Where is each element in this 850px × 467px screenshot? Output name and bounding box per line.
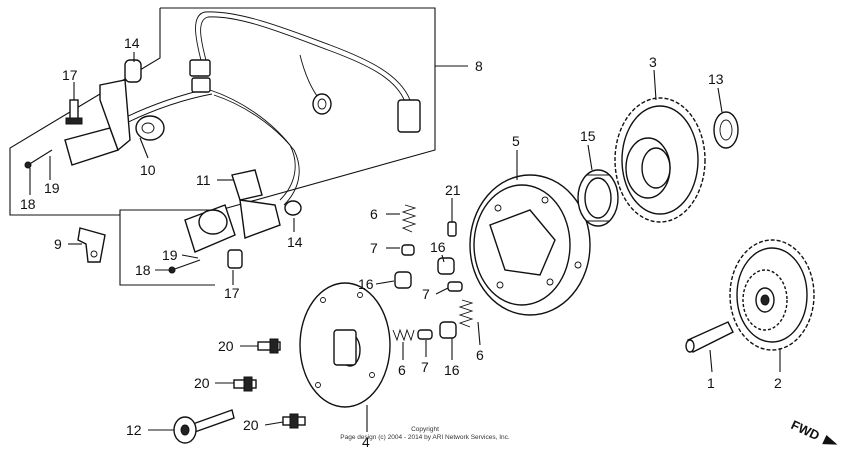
label-20b: 20 bbox=[194, 375, 210, 391]
grommet-14a bbox=[124, 59, 142, 83]
exciter-coil bbox=[184, 169, 281, 253]
label-17b: 17 bbox=[224, 285, 240, 301]
label-8: 8 bbox=[475, 58, 483, 74]
label-20c: 20 bbox=[243, 417, 259, 433]
label-6c: 6 bbox=[398, 362, 406, 378]
starter-driven-gear bbox=[614, 97, 706, 223]
label-1: 1 bbox=[707, 375, 715, 391]
label-16b: 16 bbox=[358, 276, 374, 292]
label-19b: 19 bbox=[162, 247, 178, 263]
clamp-9 bbox=[77, 227, 106, 263]
roller-16c bbox=[439, 321, 457, 339]
label-7a: 7 bbox=[370, 240, 378, 256]
pin-7c bbox=[417, 329, 433, 340]
arrow-right-icon bbox=[822, 435, 838, 445]
label-7b: 7 bbox=[422, 286, 430, 302]
spring-6a bbox=[401, 204, 417, 233]
label-14b: 14 bbox=[287, 234, 303, 250]
label-13: 13 bbox=[708, 71, 724, 87]
roller-16a bbox=[437, 257, 455, 275]
group-bracket bbox=[119, 7, 436, 286]
label-16c: 16 bbox=[444, 362, 460, 378]
pin-7b bbox=[447, 281, 463, 292]
forward-arrow: FWD bbox=[789, 417, 838, 445]
label-16a: 16 bbox=[430, 239, 446, 255]
copyright-line1: Copyright bbox=[411, 426, 439, 433]
shaft bbox=[685, 321, 734, 353]
screw-18a bbox=[24, 149, 53, 169]
label-12: 12 bbox=[126, 422, 142, 438]
wiring-harness bbox=[119, 11, 421, 206]
label-6b: 6 bbox=[476, 347, 484, 363]
roller-16b bbox=[394, 271, 412, 289]
fwd-label: FWD bbox=[789, 417, 822, 443]
label-11: 11 bbox=[196, 172, 211, 188]
flywheel-plate bbox=[299, 282, 391, 408]
bolt-17a bbox=[65, 99, 83, 125]
label-21: 21 bbox=[445, 182, 461, 198]
label-15: 15 bbox=[580, 128, 596, 144]
label-14a: 14 bbox=[124, 35, 140, 51]
label-5: 5 bbox=[512, 133, 520, 149]
bolt-20b bbox=[233, 376, 257, 392]
label-18a: 18 bbox=[20, 196, 36, 212]
bolt-17b bbox=[227, 249, 243, 269]
spring-6b bbox=[458, 299, 474, 328]
pulser-coil bbox=[64, 79, 165, 166]
label-20a: 20 bbox=[218, 338, 234, 354]
grommet-14b bbox=[284, 200, 302, 216]
label-3: 3 bbox=[649, 54, 657, 70]
label-19a: 19 bbox=[44, 180, 60, 196]
callout-labels: 14 17 8 10 19 18 11 6 21 14 9 7 16 19 18… bbox=[20, 35, 782, 450]
label-2: 2 bbox=[774, 375, 782, 391]
reduction-gear bbox=[729, 239, 815, 351]
bolt-20a bbox=[257, 338, 281, 354]
bolt-20c bbox=[282, 413, 306, 429]
label-18b: 18 bbox=[135, 262, 151, 278]
pin-21 bbox=[447, 221, 457, 237]
label-17a: 17 bbox=[62, 67, 78, 83]
leader-lines bbox=[29, 52, 781, 432]
label-7c: 7 bbox=[421, 359, 429, 375]
starter-clutch-outer bbox=[469, 174, 591, 316]
label-10: 10 bbox=[140, 162, 156, 178]
pin-7a bbox=[401, 244, 415, 256]
needle-bearing bbox=[577, 169, 619, 227]
bolt-12 bbox=[173, 409, 235, 444]
label-9: 9 bbox=[54, 236, 62, 252]
copyright-line2: Page design (c) 2004 - 2014 by ARI Netwo… bbox=[340, 434, 510, 441]
washer bbox=[713, 111, 739, 149]
label-4: 4 bbox=[362, 434, 370, 450]
spring-6c bbox=[392, 328, 415, 342]
group-bracket-left bbox=[9, 8, 161, 216]
label-6a: 6 bbox=[370, 206, 378, 222]
